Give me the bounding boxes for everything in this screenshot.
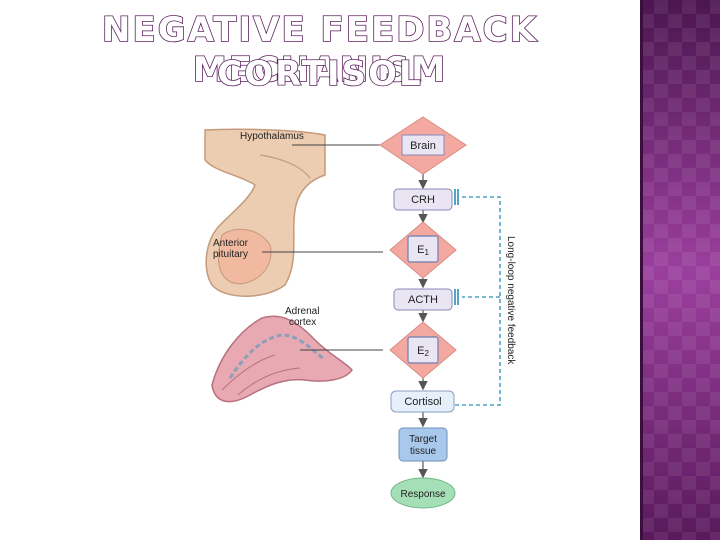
- response-node-oval: [390, 477, 456, 509]
- cortisol-node-label: Cortisol: [404, 396, 441, 408]
- target-tissue-node-box: [398, 427, 448, 462]
- e1-node-box: [407, 235, 439, 263]
- cortisol-feedback-diagram: Hypothalamus Anterior pituitary Adrenal …: [204, 116, 516, 509]
- e2-node-label: E2: [417, 345, 429, 358]
- negative-feedback-loop: [454, 189, 501, 406]
- label-adrenal-cortex-line2: cortex: [289, 317, 316, 328]
- e2-node-box: [407, 336, 439, 364]
- slide-title: NEGATIVE FEEDBACK MECHANISM: [101, 9, 538, 91]
- decorative-sidebar: [640, 0, 720, 540]
- e1-node-label: E1: [417, 244, 429, 257]
- label-anterior-pituitary-line2: pituitary: [213, 249, 248, 260]
- hypothalamus-pituitary-illustration: [204, 128, 326, 297]
- feedback-path-to-crh: [455, 196, 501, 406]
- feedback-label: Long-loop negative feedback: [505, 236, 516, 365]
- target-tissue-label-line1: Target: [409, 434, 437, 445]
- acth-node-label: ACTH: [408, 294, 438, 306]
- label-adrenal-cortex-line1: Adrenal: [285, 306, 319, 317]
- sidebar-edge: [640, 0, 643, 540]
- crh-node-box: [393, 188, 453, 211]
- label-hypothalamus: Hypothalamus: [240, 131, 304, 142]
- acth-node-box: [393, 288, 453, 311]
- adrenal-cortex-illustration: [211, 315, 353, 403]
- brain-node-box: [401, 134, 445, 156]
- brain-node-label: Brain: [410, 140, 436, 152]
- crh-node-label: CRH: [411, 194, 435, 206]
- target-tissue-label-line2: tissue: [410, 446, 437, 457]
- label-anterior-pituitary-line1: Anterior: [213, 238, 249, 249]
- cortisol-node-box: [390, 390, 455, 413]
- response-node-label: Response: [400, 489, 445, 500]
- slide-subtitle: CORTISOL: [216, 53, 423, 95]
